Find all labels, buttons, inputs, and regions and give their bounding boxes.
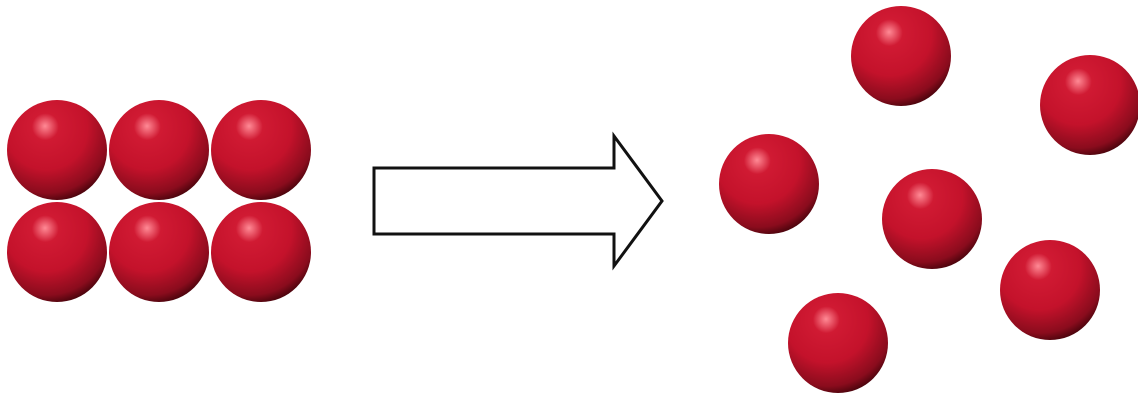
packed-particle-3 bbox=[211, 100, 311, 200]
scattered-particle-5 bbox=[1000, 240, 1100, 340]
packed-particle-1 bbox=[7, 100, 107, 200]
scattered-particle-4 bbox=[882, 169, 982, 269]
packed-particles-group bbox=[7, 100, 311, 302]
packed-particle-4 bbox=[7, 202, 107, 302]
scattered-particle-2 bbox=[1040, 55, 1138, 155]
packed-particle-5 bbox=[109, 202, 209, 302]
scattered-particles-group bbox=[719, 6, 1138, 393]
scattered-particle-6 bbox=[788, 293, 888, 393]
transition-arrow-icon bbox=[374, 136, 662, 266]
packed-particle-6 bbox=[211, 202, 311, 302]
scattered-particle-3 bbox=[719, 134, 819, 234]
scattered-particle-1 bbox=[851, 6, 951, 106]
packed-particle-2 bbox=[109, 100, 209, 200]
